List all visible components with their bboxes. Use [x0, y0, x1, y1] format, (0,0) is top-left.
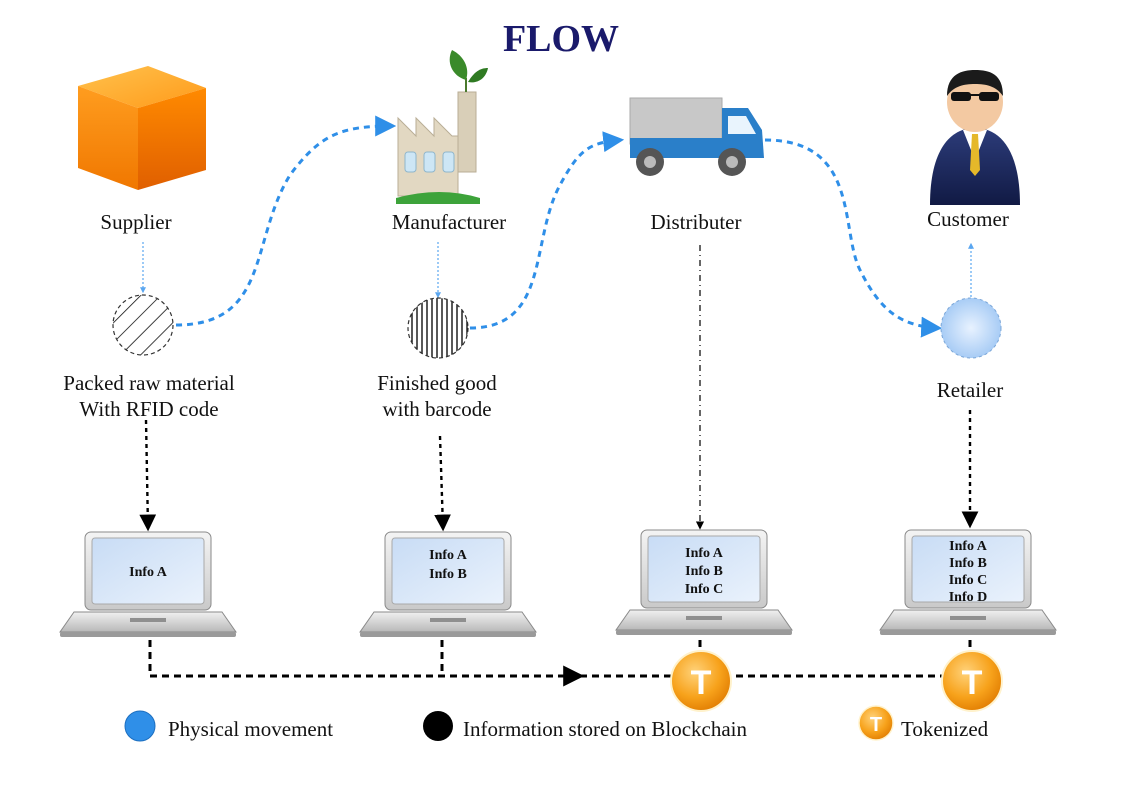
factory-icon [396, 50, 488, 204]
information-flow [139, 410, 979, 532]
legend-token-symbol: T [870, 714, 882, 736]
legend-information-swatch [423, 711, 453, 741]
laptop-4-line-3: Info C [949, 573, 988, 588]
flow-packed-to-manufacturer [175, 115, 397, 327]
truck-icon [629, 97, 764, 176]
retailer-node-icon [940, 297, 1002, 359]
laptop-2-line-1: Info A [429, 548, 468, 563]
laptop-3: Info A Info B Info C [615, 529, 793, 635]
physical-flow [175, 115, 943, 338]
rfid-package-icon [112, 294, 174, 356]
token-symbol: T [691, 664, 712, 702]
legend-tokenized-label: Tokenized [901, 717, 989, 741]
physical-connectors [140, 242, 974, 299]
laptop-2: Info A Info B [359, 531, 537, 637]
legend: Physical movement Information stored on … [124, 705, 989, 742]
supplier-cube-icon [78, 66, 206, 190]
customer-label: Customer [927, 207, 1009, 231]
legend-physical-swatch [124, 710, 156, 742]
laptop-4-line-4: Info D [949, 590, 988, 605]
manufacturer-label: Manufacturer [392, 210, 506, 234]
packed-label-line2: With RFID code [79, 397, 218, 421]
token-icon: T [670, 650, 732, 712]
laptop-4-line-2: Info B [949, 556, 987, 571]
legend-token-icon: T [858, 705, 894, 741]
token-icon: T [941, 650, 1003, 712]
legend-physical-label: Physical movement [168, 717, 333, 741]
customer-avatar-icon [930, 70, 1020, 205]
laptop-3-line-3: Info C [685, 582, 724, 597]
token-symbol: T [962, 664, 983, 702]
laptop-2-line-2: Info B [429, 567, 467, 582]
laptop-1-line-1: Info A [129, 565, 168, 580]
finished-label-line1: Finished good [377, 371, 497, 395]
diagram-title: FLOW [503, 18, 619, 60]
blockchain-line [148, 640, 972, 687]
flow-distributer-to-retailer [764, 138, 943, 338]
laptop-4: Info A Info B Info C Info D [879, 529, 1057, 635]
barcode-icon [407, 297, 469, 359]
distributer-label: Distributer [651, 210, 742, 234]
laptop-4-line-1: Info A [949, 539, 988, 554]
supplier-label: Supplier [100, 210, 171, 234]
legend-information-label: Information stored on Blockchain [463, 717, 748, 741]
laptop-3-line-2: Info B [685, 564, 723, 579]
finished-label-line2: with barcode [382, 397, 491, 421]
laptop-3-line-1: Info A [685, 546, 724, 561]
retailer-label: Retailer [937, 378, 1003, 402]
packed-label-line1: Packed raw material [63, 371, 235, 395]
flow-finished-to-distributer [469, 131, 625, 330]
laptop-1: Info A [59, 531, 237, 637]
